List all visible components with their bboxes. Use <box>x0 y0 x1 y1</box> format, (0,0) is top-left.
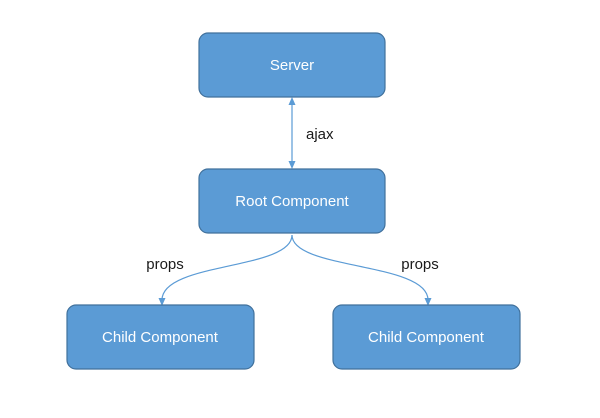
node-root-component: Root Component <box>198 168 386 234</box>
connector-curve-root-child-left <box>161 234 293 301</box>
node-child-component-right-label: Child Component <box>368 329 485 346</box>
node-root-component-box <box>198 168 386 234</box>
connector-curve-root-child-right <box>291 234 429 301</box>
edge-label-ajax: ajax <box>306 126 334 143</box>
node-child-component-right: Child Component <box>332 304 521 370</box>
node-server-label: Server <box>270 57 314 74</box>
node-child-component-left-label: Child Component <box>102 329 219 346</box>
edge-label-props-left: props <box>146 256 184 273</box>
node-server: Server <box>198 32 386 98</box>
node-child-component-left: Child Component <box>66 304 255 370</box>
node-child-component-left-box <box>66 304 255 370</box>
node-server-box <box>198 32 386 98</box>
arrowhead-left-child-icon <box>158 298 166 306</box>
edge-label-props-right: props <box>401 256 439 273</box>
arrowhead-down-icon <box>288 161 296 169</box>
arrowhead-right-child-icon <box>424 298 432 306</box>
connector-root-child-left <box>158 234 293 306</box>
connector-server-root <box>288 97 296 169</box>
node-child-component-right-box <box>332 304 521 370</box>
node-root-component-label: Root Component <box>235 193 349 210</box>
arrowhead-up-icon <box>288 97 296 105</box>
connector-root-child-right <box>291 234 432 306</box>
